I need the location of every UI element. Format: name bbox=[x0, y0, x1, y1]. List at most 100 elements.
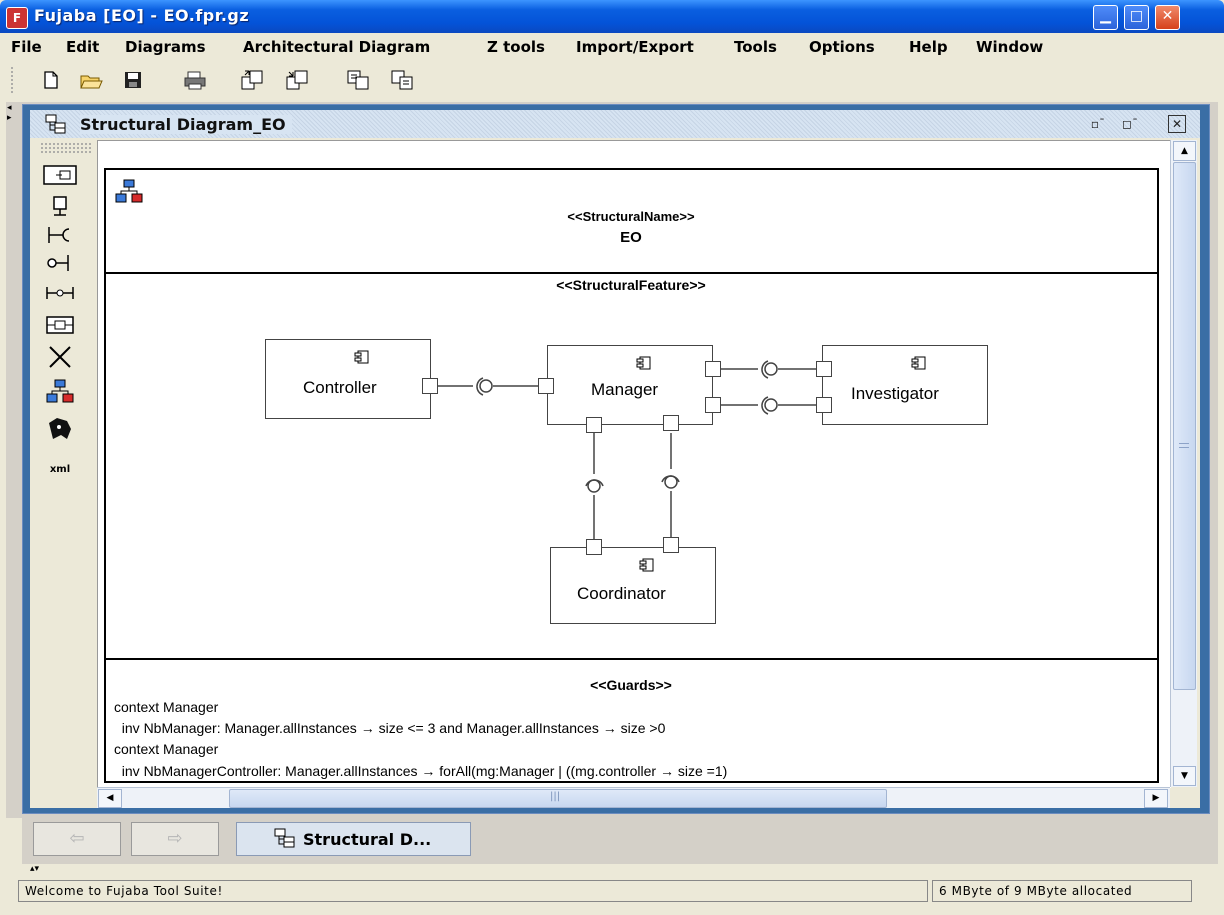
structure-icon bbox=[114, 178, 144, 208]
internal-frame-title-bar[interactable]: Structural Diagram_EO ▫ˉ ◻ˉ ✕ bbox=[30, 110, 1200, 138]
guards-stereotype: <<Guards>> bbox=[590, 677, 672, 693]
split-divider[interactable]: ▴▾ bbox=[30, 864, 40, 874]
open-button[interactable] bbox=[79, 68, 103, 92]
import-diagram-icon bbox=[286, 70, 308, 90]
split-collapse-arrows[interactable]: ◂▸ bbox=[7, 103, 12, 123]
delete-tool[interactable] bbox=[42, 344, 78, 370]
structural-diagram-icon bbox=[273, 827, 297, 853]
menu-file[interactable]: File bbox=[11, 38, 42, 56]
status-message: Welcome to Fujaba Tool Suite! bbox=[25, 884, 223, 898]
connector-tool[interactable] bbox=[42, 280, 78, 306]
port[interactable] bbox=[816, 361, 832, 377]
new-button[interactable] bbox=[39, 68, 63, 92]
menu-import-export[interactable]: Import/Export bbox=[576, 38, 694, 56]
component-label: Coordinator bbox=[577, 584, 666, 603]
copy-diagram-button[interactable] bbox=[346, 68, 370, 92]
memory-status-panel: 6 MByte of 9 MByte allocated bbox=[932, 880, 1192, 902]
open-folder-icon bbox=[80, 75, 103, 89]
component-label: Controller bbox=[303, 378, 377, 397]
status-message-panel: Welcome to Fujaba Tool Suite! bbox=[18, 880, 928, 902]
required-interface-tool[interactable] bbox=[42, 222, 78, 248]
component-manager[interactable]: Manager bbox=[547, 345, 713, 425]
menu-z-tools[interactable]: Z tools bbox=[487, 38, 545, 56]
horizontal-scrollbar[interactable]: ◀ ||| ▶ bbox=[97, 787, 1170, 808]
xml-tool-icon: xml bbox=[49, 463, 71, 475]
port[interactable] bbox=[705, 361, 721, 377]
close-icon[interactable]: ✕ bbox=[1168, 115, 1186, 133]
port[interactable] bbox=[538, 378, 554, 394]
forward-button[interactable]: ⇨ bbox=[131, 822, 219, 856]
xml-tool[interactable]: xml bbox=[42, 456, 78, 482]
component-tool-icon bbox=[43, 165, 77, 185]
port[interactable] bbox=[816, 397, 832, 413]
save-disk-icon bbox=[125, 72, 141, 88]
structural-name[interactable]: EO bbox=[620, 229, 642, 246]
menu-window[interactable]: Window bbox=[976, 38, 1044, 56]
diagram-canvas[interactable]: <<StructuralName>> EO <<StructuralFeatur… bbox=[97, 140, 1171, 788]
delegation-tool[interactable] bbox=[42, 312, 78, 338]
guard-line: context Manager bbox=[114, 699, 219, 715]
import-diagram-button[interactable] bbox=[285, 68, 309, 92]
maximize-icon[interactable]: ◻ˉ bbox=[1122, 117, 1138, 131]
scroll-grip: ||| bbox=[550, 791, 561, 802]
forward-arrow-icon: ⇨ bbox=[167, 828, 183, 849]
vertical-scrollbar[interactable]: ▲ ▼ bbox=[1170, 140, 1197, 787]
back-button[interactable]: ⇦ bbox=[33, 822, 121, 856]
minimize-button[interactable]: ▁ bbox=[1093, 5, 1118, 30]
horizontal-scroll-thumb[interactable]: ||| bbox=[229, 789, 887, 808]
menu-help[interactable]: Help bbox=[909, 38, 948, 56]
menu-edit[interactable]: Edit bbox=[66, 38, 100, 56]
maximize-icon: □ bbox=[1129, 8, 1144, 24]
save-button[interactable] bbox=[121, 68, 145, 92]
paint-tool[interactable] bbox=[42, 416, 78, 442]
structural-diagram-box[interactable] bbox=[104, 168, 1159, 783]
palette-grip[interactable] bbox=[40, 142, 92, 154]
paste-diagram-button[interactable] bbox=[390, 68, 414, 92]
component-tool[interactable] bbox=[42, 162, 78, 188]
menu-options[interactable]: Options bbox=[809, 38, 875, 56]
structural-diagram-icon bbox=[44, 113, 68, 139]
scroll-right-button[interactable]: ▶ bbox=[1144, 789, 1168, 808]
port[interactable] bbox=[663, 537, 679, 553]
window-task-button[interactable]: Structural D... bbox=[236, 822, 471, 856]
port[interactable] bbox=[422, 378, 438, 394]
port[interactable] bbox=[586, 417, 602, 433]
close-button[interactable]: ✕ bbox=[1155, 5, 1180, 30]
export-diagram-button[interactable] bbox=[240, 68, 264, 92]
print-button[interactable] bbox=[183, 68, 207, 92]
title-bar[interactable]: F Fujaba [EO] - EO.fpr.gz ▁ □ ✕ bbox=[0, 0, 1224, 33]
port-tool[interactable] bbox=[42, 192, 78, 218]
connector-tool-icon bbox=[46, 287, 74, 299]
component-icon bbox=[911, 356, 927, 374]
vertical-scroll-thumb[interactable] bbox=[1173, 162, 1196, 690]
port[interactable] bbox=[663, 415, 679, 431]
scroll-left-button[interactable]: ◀ bbox=[98, 789, 122, 808]
port-tool-icon bbox=[53, 196, 67, 216]
copy-diagram-icon bbox=[347, 70, 369, 90]
connector-lines bbox=[438, 360, 816, 539]
component-controller[interactable]: Controller bbox=[265, 339, 431, 419]
restore-icon[interactable]: ▫ˉ bbox=[1090, 117, 1106, 131]
maximize-button[interactable]: □ bbox=[1124, 5, 1149, 30]
menu-diagrams[interactable]: Diagrams bbox=[125, 38, 206, 56]
provided-interface-tool[interactable] bbox=[42, 250, 78, 276]
back-arrow-icon: ⇦ bbox=[69, 828, 85, 849]
new-file-icon bbox=[44, 71, 58, 89]
structure-tool[interactable] bbox=[42, 378, 78, 404]
component-investigator[interactable]: Investigator bbox=[822, 345, 988, 425]
scroll-up-button[interactable]: ▲ bbox=[1173, 141, 1196, 161]
guard-line: inv NbManagerController: Manager.allInst… bbox=[114, 763, 728, 779]
scroll-down-button[interactable]: ▼ bbox=[1173, 766, 1196, 786]
component-label: Manager bbox=[591, 380, 659, 399]
component-coordinator[interactable]: Coordinator bbox=[550, 547, 716, 624]
toolbar-grip[interactable] bbox=[10, 66, 14, 94]
delegation-tool-icon bbox=[46, 316, 74, 334]
port[interactable] bbox=[705, 397, 721, 413]
menu-architectural-diagram[interactable]: Architectural Diagram bbox=[243, 38, 431, 56]
required-interface-tool-icon bbox=[48, 227, 70, 243]
close-icon: ✕ bbox=[1161, 8, 1174, 24]
structure-tool-icon bbox=[46, 379, 74, 403]
port[interactable] bbox=[586, 539, 602, 555]
window-title: Fujaba [EO] - EO.fpr.gz bbox=[34, 6, 250, 25]
menu-tools[interactable]: Tools bbox=[734, 38, 777, 56]
